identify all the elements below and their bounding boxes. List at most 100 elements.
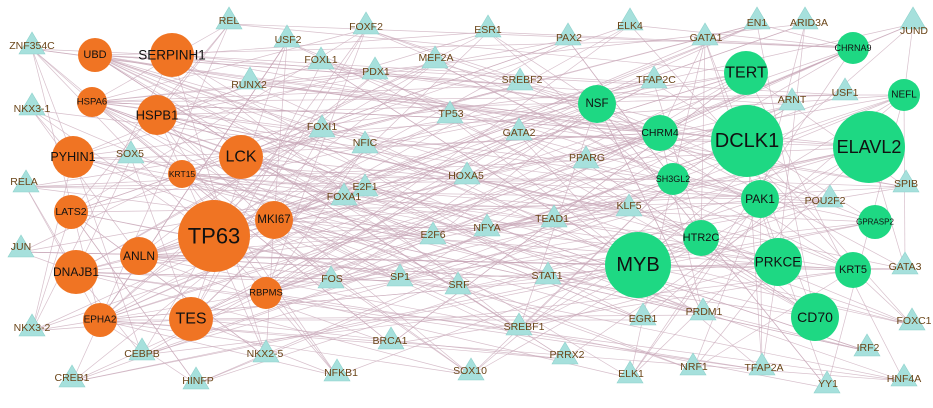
regulatory-edge [75,271,472,376]
tf-node-srebf2[interactable]: SREBF2 [502,67,543,91]
tf-node-brca1[interactable]: BRCA1 [372,326,408,350]
tf-node-srf[interactable]: SRF [444,271,472,295]
down-gene-node-chrna9[interactable]: CHRNA9 [834,32,872,64]
tf-node-gata3[interactable]: GATA3 [889,251,922,275]
tf-node-gata2[interactable]: GATA2 [503,117,536,141]
tf-node-usf2[interactable]: USF2 [273,24,302,48]
tf-node-usf1[interactable]: USF1 [831,77,859,101]
tf-node-foxi1[interactable]: FOXI1 [307,114,338,138]
tf-node-foxf2[interactable]: FOXF2 [349,11,383,35]
tf-node-nrf1[interactable]: NRF1 [679,352,708,376]
tf-node-prdm1[interactable]: PRDM1 [686,297,723,321]
up-gene-circle [78,38,112,72]
down-gene-node-gprasp2[interactable]: GPRASP2 [856,205,894,239]
tf-node-pdx1[interactable]: PDX1 [361,56,390,80]
down-gene-node-elavl2[interactable]: ELAVL2 [833,111,905,183]
up-gene-node-lck[interactable]: LCK [219,135,263,179]
tf-node-hoxa5[interactable]: HOXA5 [448,161,484,185]
tf-node-nkx3-1[interactable]: NKX3-1 [14,92,51,116]
tf-node-rela[interactable]: RELA [10,169,40,193]
tf-node-pou2f2[interactable]: POU2F2 [805,184,846,208]
tf-node-tfap2a[interactable]: TFAP2A [744,352,784,376]
up-gene-node-epha2[interactable]: EPHA2 [83,303,117,337]
down-gene-node-sh3gl2[interactable]: SH3GL2 [656,163,691,195]
up-gene-node-tp63[interactable]: TP63 [178,200,250,272]
down-gene-node-chrm4[interactable]: CHRM4 [641,115,679,151]
tf-node-nfic[interactable]: NFIC [351,130,379,154]
tf-node-rel[interactable]: REL [215,6,243,30]
up-gene-node-rbpms[interactable]: RBPMS [249,277,283,309]
tf-node-sox10[interactable]: SOX10 [453,357,487,381]
tf-node-sp1[interactable]: SP1 [386,263,414,287]
tf-node-nkx3-2[interactable]: NKX3-2 [14,313,51,337]
tf-node-en1[interactable]: EN1 [743,6,771,30]
down-gene-node-prkce[interactable]: PRKCE [754,238,802,286]
tf-node-jun[interactable]: JUN [7,234,35,258]
tf-node-creb1[interactable]: CREB1 [54,364,90,388]
tf-node-arnt[interactable]: ARNT [778,87,807,111]
up-gene-node-pyhin1[interactable]: PYHIN1 [50,136,96,178]
down-gene-circle [754,238,802,286]
tf-node-elk4[interactable]: ELK4 [616,7,644,32]
tf-node-esr1[interactable]: ESR1 [474,14,502,38]
tf-node-jund[interactable]: JUND [899,6,928,37]
down-gene-node-nsf[interactable]: NSF [578,85,616,123]
up-gene-node-ubd[interactable]: UBD [78,38,112,72]
down-gene-node-nefl[interactable]: NEFL [888,79,920,111]
tf-node-foxl1[interactable]: FOXL1 [304,46,338,70]
tf-node-prrx2[interactable]: PRRX2 [549,341,585,365]
regulatory-edge [434,62,854,271]
up-gene-node-krt15[interactable]: KRT15 [168,160,196,188]
tf-node-mef2a[interactable]: MEF2A [418,45,454,69]
up-gene-node-mki67[interactable]: MKI67 [255,201,293,239]
regulatory-edge [228,23,854,49]
gene-label: KRT5 [839,264,867,276]
tf-node-hnf4a[interactable]: HNF4A [887,363,921,387]
tf-node-foxc1[interactable]: FOXC1 [896,307,932,331]
tf-node-stat1[interactable]: STAT1 [531,261,563,285]
tf-node-fos[interactable]: FOS [317,265,345,289]
down-gene-node-tert[interactable]: TERT [724,51,768,95]
down-gene-node-dclk1[interactable]: DCLK1 [711,105,783,177]
up-gene-node-hspa6[interactable]: HSPA6 [77,87,107,117]
tf-node-e2f6[interactable]: E2F6 [419,221,447,245]
tf-node-nfkb1[interactable]: NFKB1 [323,358,358,382]
up-gene-node-serpinh1[interactable]: SERPINH1 [138,33,206,77]
down-gene-node-htr2c[interactable]: HTR2C [683,220,720,256]
tf-node-znf354c[interactable]: ZNF354C [9,31,55,55]
tf-node-irf2[interactable]: IRF2 [853,333,881,357]
tf-node-nkx2-5[interactable]: NKX2-5 [247,339,284,363]
up-gene-node-anln[interactable]: ANLN [120,237,158,275]
up-gene-node-dnajb1[interactable]: DNAJB1 [53,250,99,294]
up-gene-node-hspb1[interactable]: HSPB1 [136,95,179,135]
tf-triangle [18,92,46,116]
tf-node-egr1[interactable]: EGR1 [629,302,658,326]
down-gene-node-myb[interactable]: MYB [605,232,671,298]
tf-node-yy1[interactable]: YY1 [813,370,841,394]
tf-node-elk1[interactable]: ELK1 [616,360,644,384]
regulatory-edge [91,94,846,103]
tf-node-pparg[interactable]: PPARG [569,145,605,169]
tf-node-cebpb[interactable]: CEBPB [124,337,160,361]
tf-node-klf5[interactable]: KLF5 [615,193,643,217]
tf-node-spib[interactable]: SPIB [892,169,920,193]
tf-node-runx2[interactable]: RUNX2 [231,66,267,91]
down-gene-node-krt5[interactable]: KRT5 [835,252,871,288]
tf-node-nfya[interactable]: NFYA [473,213,501,237]
tf-node-foxa1[interactable]: FOXA1 [327,182,362,206]
tf-node-srebf1[interactable]: SREBF1 [504,312,545,336]
down-gene-node-pak1[interactable]: PAK1 [741,180,779,218]
tf-node-hinfp[interactable]: HINFP [182,366,214,390]
tf-node-pax2[interactable]: PAX2 [554,22,582,46]
tf-node-arid3a[interactable]: ARID3A [790,6,828,30]
tf-label: YY1 [818,378,838,390]
tf-node-gata1[interactable]: GATA1 [690,22,723,46]
tf-node-sox5[interactable]: SOX5 [116,140,145,164]
down-gene-node-cd70[interactable]: CD70 [791,293,839,341]
tf-node-tfap2c[interactable]: TFAP2C [636,65,676,89]
tf-node-e2f1[interactable]: E2F1 [351,173,379,197]
up-gene-node-tes[interactable]: TES [169,297,213,341]
tf-node-tead1[interactable]: TEAD1 [535,204,569,228]
up-gene-node-lats2[interactable]: LATS2 [54,195,88,229]
tf-node-tp53[interactable]: TP53 [436,100,464,124]
